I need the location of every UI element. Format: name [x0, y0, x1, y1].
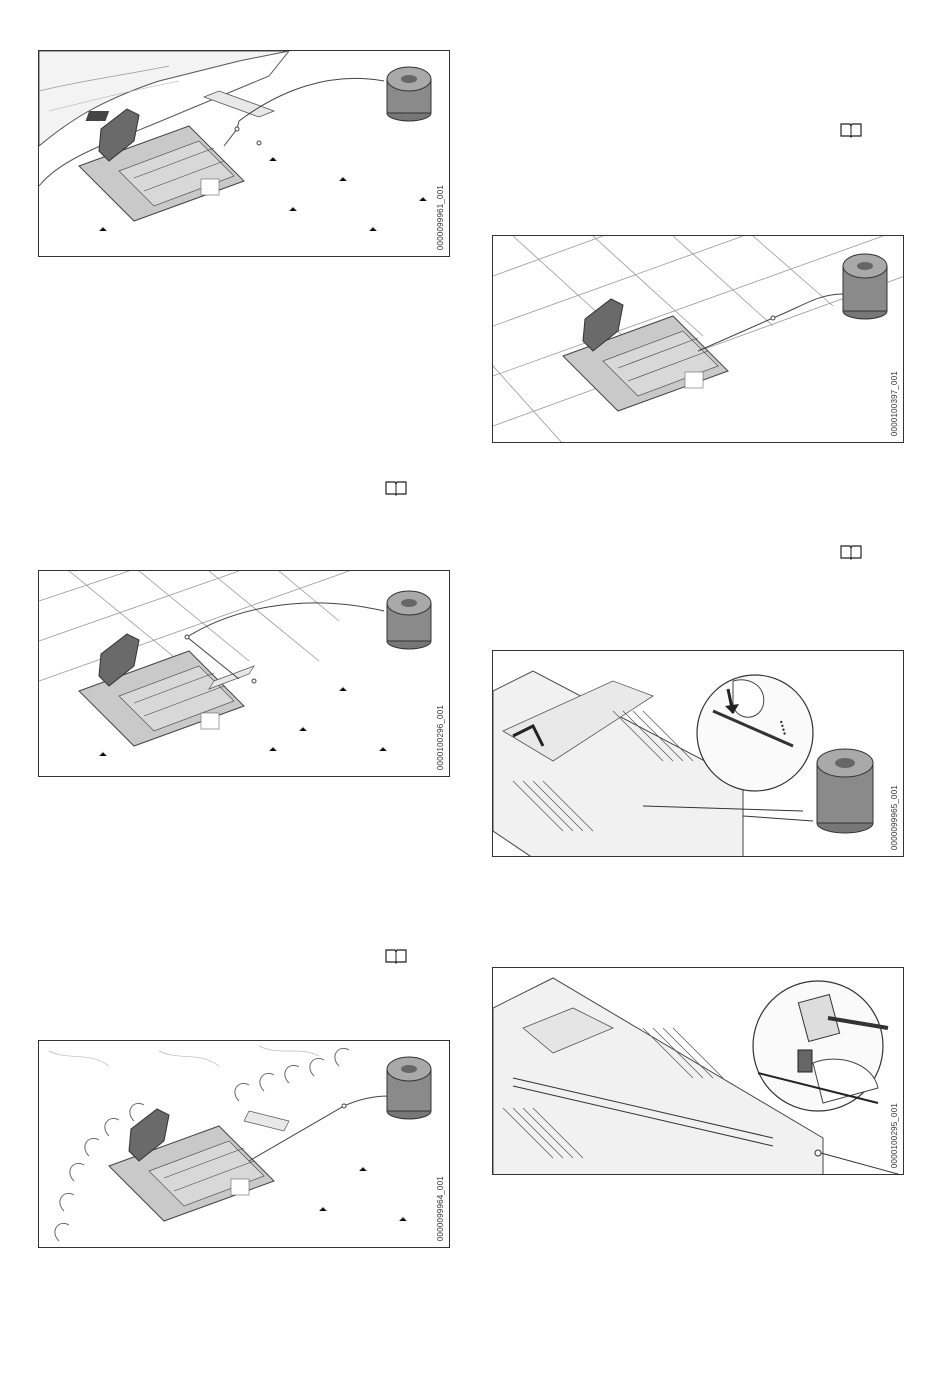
- book-icon: [385, 948, 407, 964]
- figure-tiles-installation: 0000100296_001: [38, 570, 450, 777]
- illustration-hammer-closeup: [493, 968, 904, 1175]
- figure-tiles-flat-installation: 0000100397_001: [492, 235, 904, 443]
- illustration-press-closeup: [493, 651, 904, 857]
- figure-code: 0000100296_001: [436, 705, 445, 770]
- figure-code: 0000099961_001: [436, 185, 445, 250]
- figure-code: 0000100397_001: [890, 371, 899, 436]
- figure-wire-hammer-closeup: 0000100295_001: [492, 967, 904, 1175]
- book-icon: [840, 122, 862, 138]
- illustration-tiles-flat-scene: [493, 236, 904, 443]
- figure-code: 0000099965_001: [890, 785, 899, 850]
- illustration-tiles-scene: [39, 571, 450, 777]
- illustration-hedge-scene: [39, 1041, 450, 1248]
- book-icon: [840, 544, 862, 560]
- figure-code: 0000099964_001: [436, 1176, 445, 1241]
- figure-hedge-installation: 0000099964_001: [38, 1040, 450, 1248]
- figure-code: 0000100295_001: [890, 1103, 899, 1168]
- figure-wall-installation: 0000099961_001: [38, 50, 450, 257]
- illustration-wall-scene: [39, 51, 450, 257]
- book-icon: [385, 480, 407, 496]
- figure-wire-press-closeup: 0000099965_001: [492, 650, 904, 857]
